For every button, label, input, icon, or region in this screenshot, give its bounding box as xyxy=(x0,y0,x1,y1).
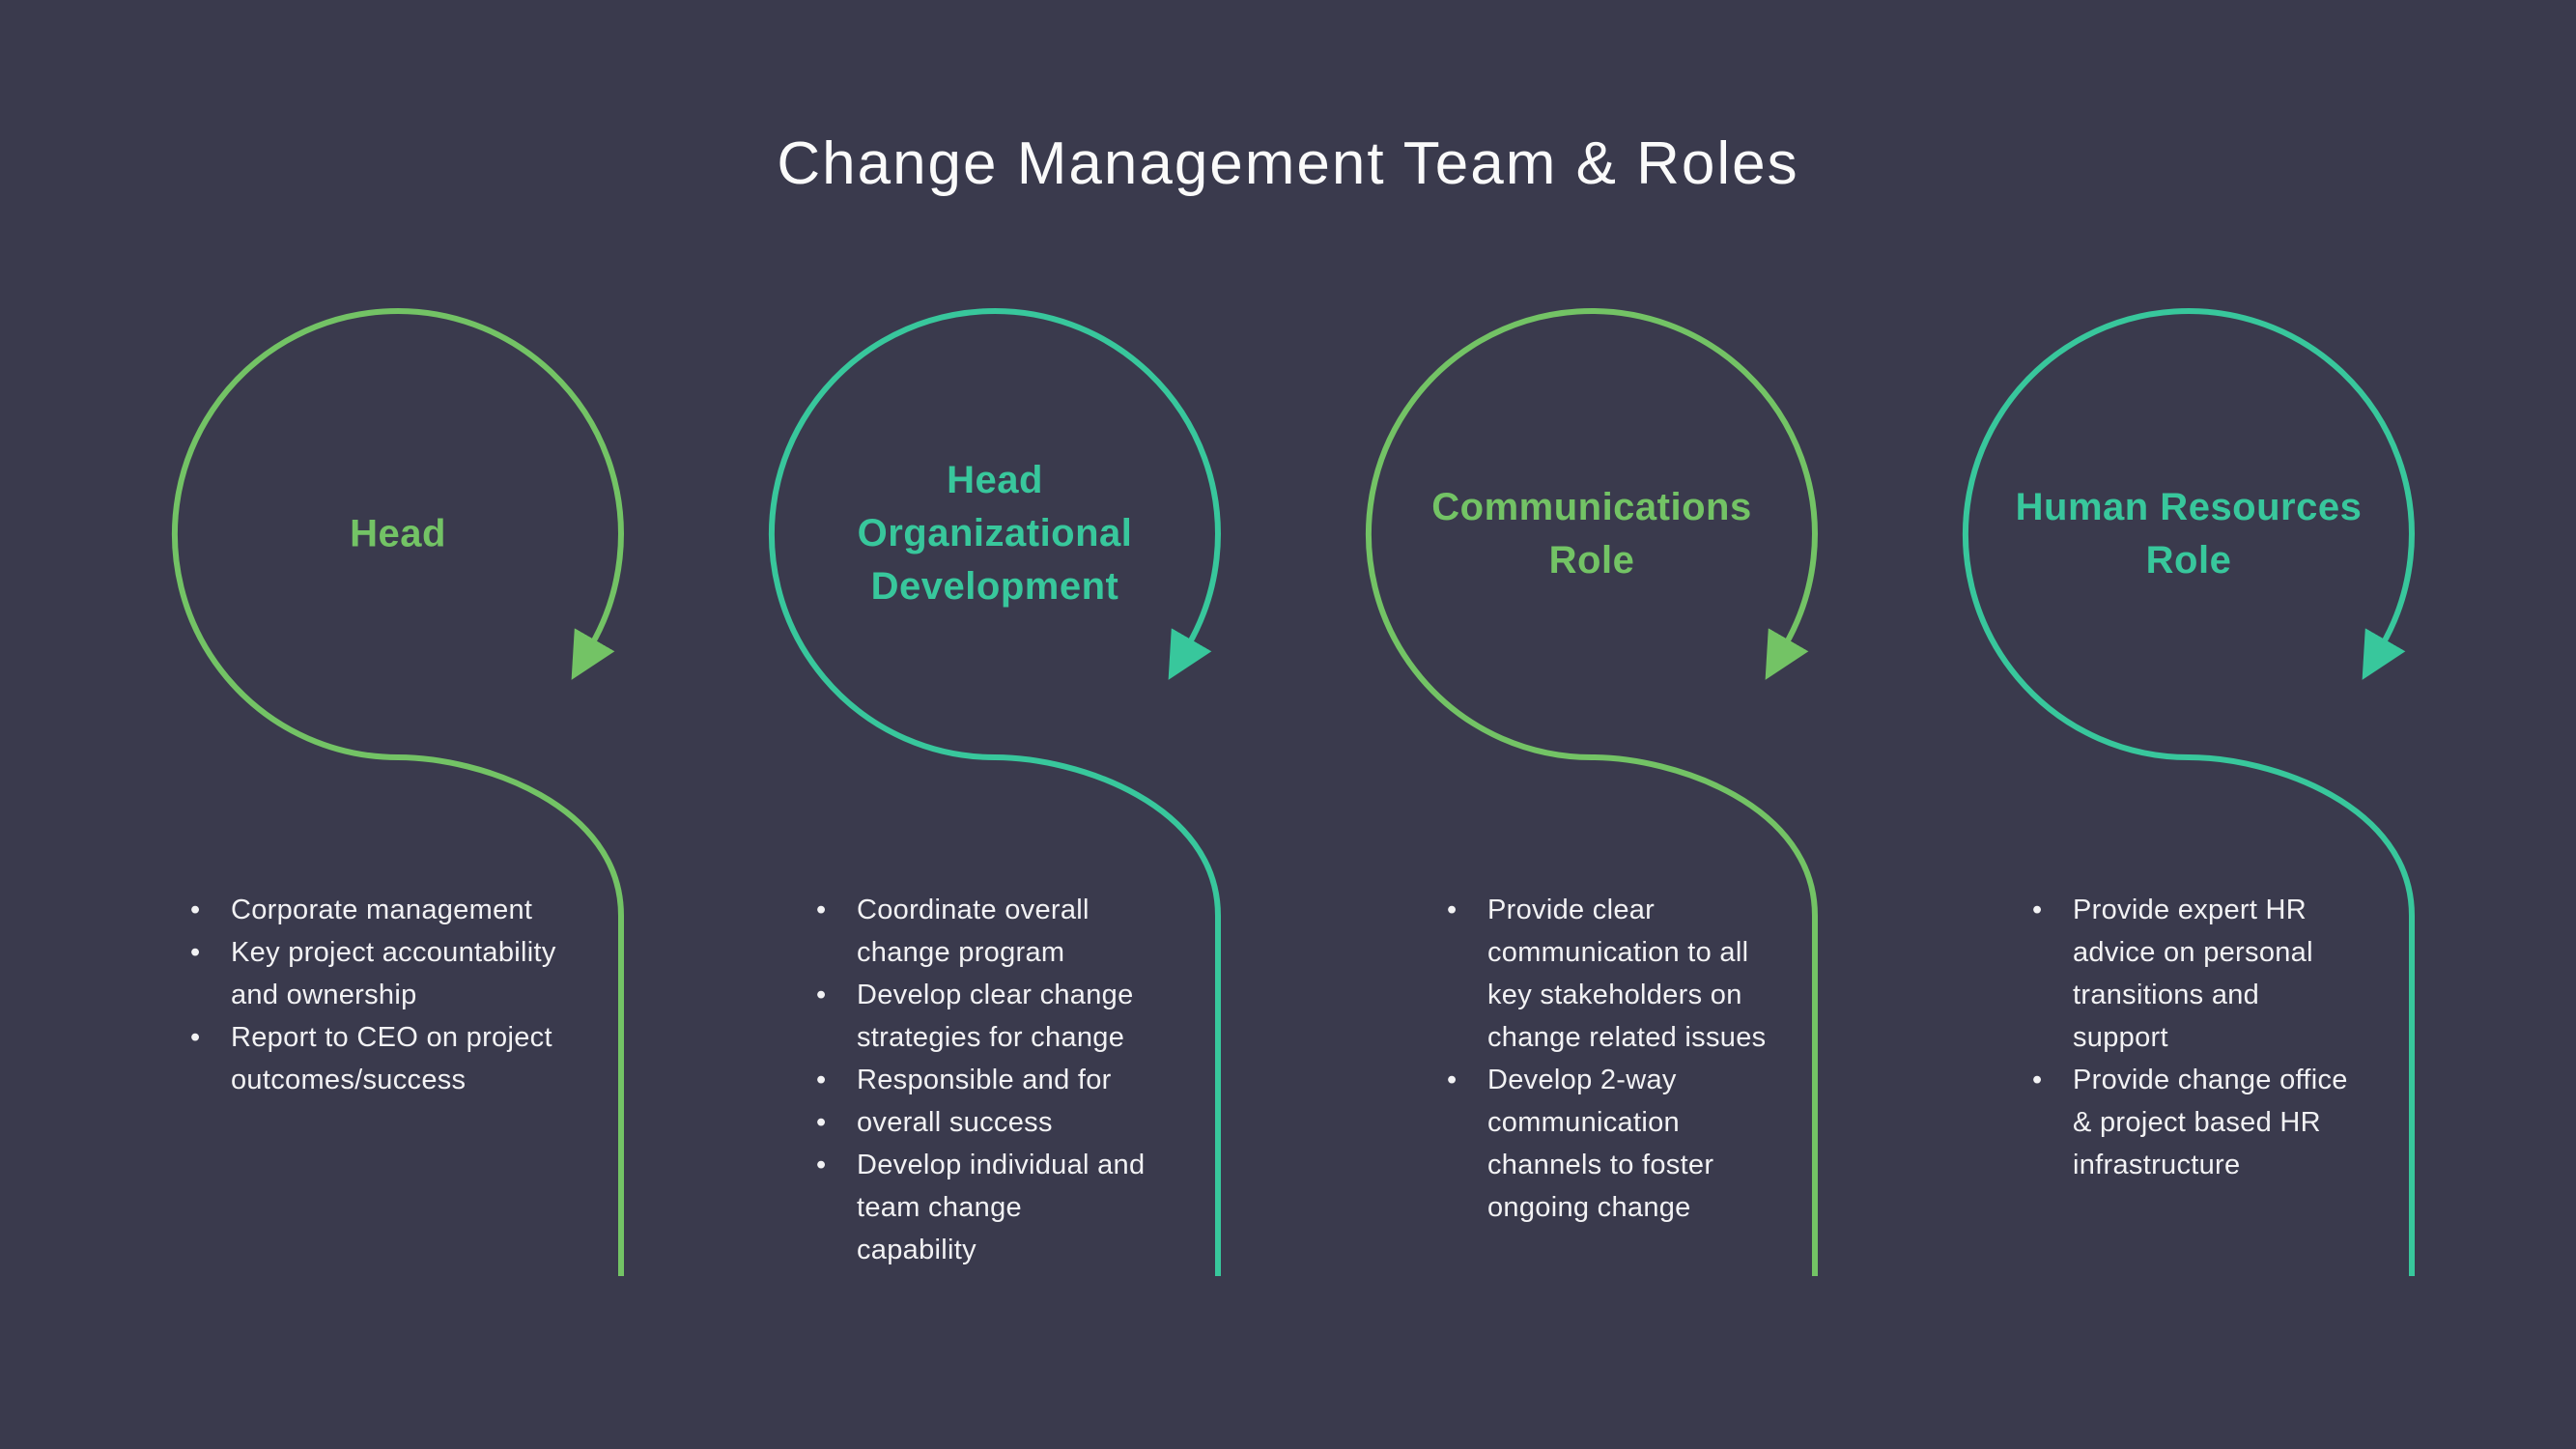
bullet-dot-icon: • xyxy=(2032,1065,2043,1095)
bullet-text: Coordinate overall change program xyxy=(857,895,1090,968)
circular-arrow-icon xyxy=(1365,308,1818,1276)
role-title: Head xyxy=(350,512,446,555)
bullet-text: Corporate management xyxy=(231,895,533,925)
bullet-text: Responsible and for xyxy=(857,1065,1112,1095)
bullet-item: • Provide expert HR advice on personal tr… xyxy=(2032,889,2363,1059)
slide-title: Change Management Team & Roles xyxy=(777,129,1799,197)
role-column-communications: Communications Role • Provide clear commu… xyxy=(1302,298,1882,1331)
bullet-item: • Report to CEO on project outcomes/succe… xyxy=(190,1016,559,1101)
circular-arrow-icon xyxy=(1962,308,2415,1276)
bullet-text: overall success xyxy=(857,1107,1053,1138)
bullet-item: • Provide change office & project based H… xyxy=(2032,1059,2363,1186)
bullet-item: • Coordinate overall change program xyxy=(816,889,1146,974)
bullet-list: • Provide expert HR advice on personal tr… xyxy=(2032,889,2363,1186)
role-title: Human Resources Role xyxy=(2015,485,2363,582)
bullet-list: • Coordinate overall change program • Devel… xyxy=(816,889,1146,1271)
bullet-item: • Key project accountability and ownershi… xyxy=(190,931,559,1016)
bullet-dot-icon: • xyxy=(816,1065,827,1095)
bullet-dot-icon: • xyxy=(2032,895,2043,925)
role-title: Head Organizational Development xyxy=(857,459,1133,609)
bullet-text: Provide clear communication to all key s… xyxy=(1487,895,1767,1053)
bullet-dot-icon: • xyxy=(816,1107,827,1138)
bullet-text: Report to CEO on project outcomes/succes… xyxy=(231,1022,552,1095)
bullet-dot-icon: • xyxy=(816,980,827,1010)
bullet-text: Develop clear change strategies for chan… xyxy=(857,980,1134,1053)
bullet-list: • Provide clear communication to all key … xyxy=(1447,889,1768,1229)
bullet-dot-icon: • xyxy=(190,895,201,925)
bullet-item: • Develop individual and team change capa… xyxy=(816,1144,1146,1271)
role-column-human-resources: Human Resources Role • Provide expert HR … xyxy=(1899,298,2478,1331)
bullet-item: • Provide clear communication to all key … xyxy=(1447,889,1768,1059)
bullet-text: Develop individual and team change capab… xyxy=(857,1150,1146,1265)
bullet-text: Develop 2-way communication channels to … xyxy=(1487,1065,1714,1223)
role-title: Communications Role xyxy=(1431,485,1752,582)
bullet-item: • overall success xyxy=(816,1101,1146,1144)
bullet-item: • Develop clear change strategies for cha… xyxy=(816,974,1146,1059)
bullet-dot-icon: • xyxy=(1447,1065,1458,1095)
circular-arrow-icon xyxy=(171,308,624,1276)
bullet-dot-icon: • xyxy=(1447,895,1458,925)
circular-arrow-icon xyxy=(768,308,1221,1276)
bullet-dot-icon: • xyxy=(816,895,827,925)
role-columns: Head • Corporate management • Key project a… xyxy=(108,298,2478,1331)
bullet-dot-icon: • xyxy=(190,1022,201,1053)
bullet-dot-icon: • xyxy=(190,937,201,968)
bullet-item: • Develop 2-way communication channels to… xyxy=(1447,1059,1768,1229)
bullet-text: Key project accountability and ownership xyxy=(231,937,556,1010)
bullet-text: Provide expert HR advice on personal tra… xyxy=(2073,895,2313,1053)
role-column-head-organizational-development: Head Organizational Development • Coordin… xyxy=(705,298,1285,1331)
bullet-text: Provide change office & project based HR… xyxy=(2073,1065,2348,1180)
bullet-dot-icon: • xyxy=(816,1150,827,1180)
bullet-item: • Corporate management xyxy=(190,889,559,931)
role-column-head: Head • Corporate management • Key project a… xyxy=(108,298,688,1331)
bullet-list: • Corporate management • Key project accoun… xyxy=(190,889,559,1101)
bullet-item: • Responsible and for xyxy=(816,1059,1146,1101)
